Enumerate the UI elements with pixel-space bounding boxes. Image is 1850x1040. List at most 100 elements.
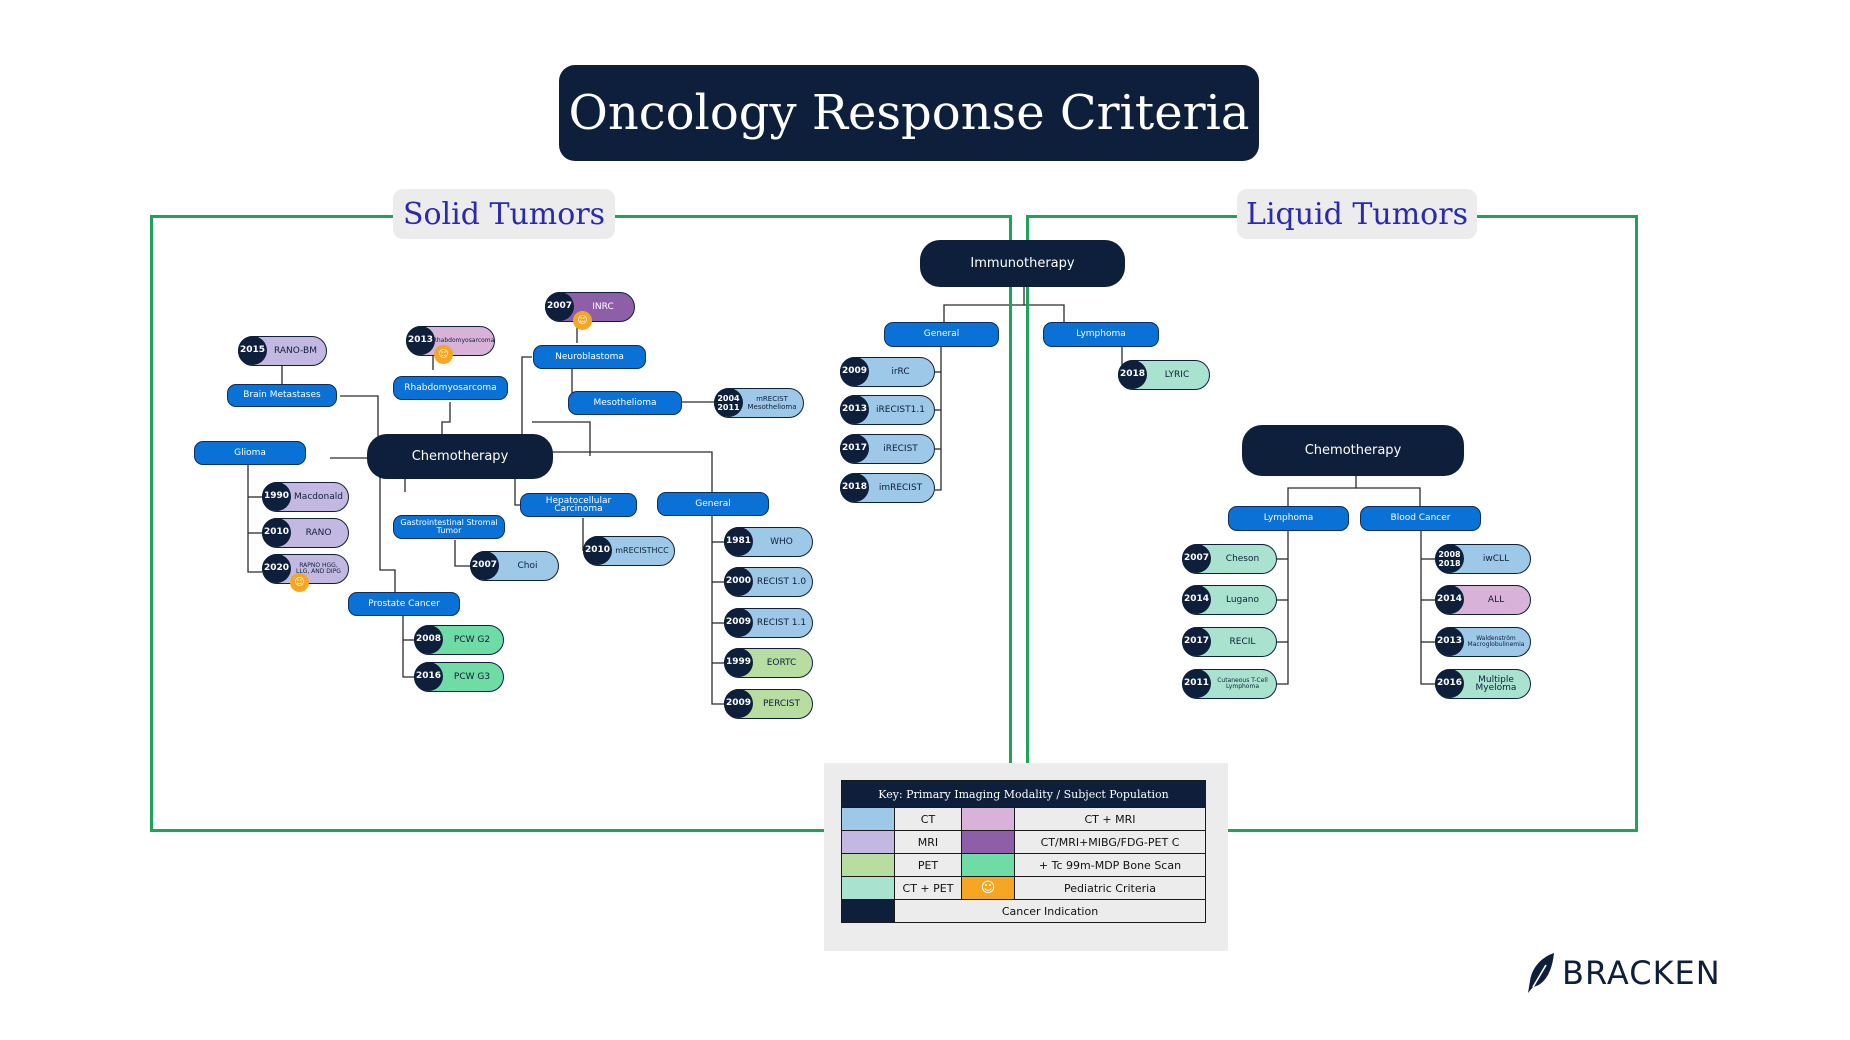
year-badge: 2020 — [262, 554, 291, 583]
criterion-label: Waldenström Macroglobulinemia — [1467, 634, 1525, 648]
swatch-pediatric: ☺ — [961, 876, 1015, 900]
gist-node: Gastrointestinal Stromal Tumor — [393, 515, 505, 539]
connector — [548, 451, 713, 508]
year-badge: 2017 — [840, 434, 869, 463]
logo-wordmark: BRACKEN — [1562, 954, 1721, 992]
year-badge: 2016 — [414, 662, 443, 691]
connector — [1420, 531, 1435, 685]
connector — [1024, 304, 1065, 322]
swatch-cancer-indication — [841, 899, 895, 923]
criterion-choi: 2007 Choi — [470, 551, 559, 581]
year-badge: 2011 — [1182, 669, 1211, 698]
year-badge: 2009 — [724, 689, 753, 718]
neuroblastoma-node: Neuroblastoma — [533, 345, 646, 369]
feather-icon — [1528, 953, 1554, 993]
legend-label: Pediatric Criteria — [1014, 876, 1206, 900]
criterion-label: WHO — [770, 537, 793, 547]
criterion-label: ALL — [1487, 595, 1505, 605]
criterion-rano: 2010 RANO — [262, 518, 349, 548]
criterion-all: 2014 ALL — [1435, 585, 1531, 615]
legend-label: CT + PET — [894, 876, 962, 900]
criterion-inrc: 2007 INRC ☺ — [545, 292, 635, 330]
connector — [247, 464, 262, 573]
criterion-cheson: 2007 Cheson — [1182, 544, 1277, 574]
year-badge: 2014 — [1182, 585, 1211, 614]
criterion-rano-bm: 2015 RANO-BM — [238, 336, 327, 366]
connector — [340, 395, 379, 440]
year-badge: 1990 — [262, 482, 291, 511]
year-badge-line: 2018 — [1438, 558, 1461, 568]
criterion-label: iwCLL — [1482, 554, 1510, 564]
year-badge: 2010 — [262, 518, 291, 547]
year-badge: 1999 — [724, 648, 753, 677]
criterion-label: RECIST 1.1 — [756, 618, 807, 628]
criterion-label: EORTC — [766, 658, 797, 668]
legend-heading: Key: Primary Imaging Modality / Subject … — [841, 780, 1206, 808]
year-badge: 2013 — [1435, 627, 1464, 656]
connector — [943, 287, 1025, 322]
swatch-ct — [841, 807, 895, 831]
year-badge: 2007 — [545, 292, 574, 321]
year-badge-line: 2008 — [1438, 549, 1461, 559]
liquid-chemotherapy-node: Chemotherapy — [1242, 425, 1464, 476]
criterion-label: RANO-BM — [274, 346, 317, 356]
immunotherapy-node: Immunotherapy — [920, 240, 1125, 287]
criterion-recist-1-1: 2009 RECIST 1.1 — [724, 608, 813, 638]
year-badge: 2007 — [470, 551, 499, 580]
swatch-ct-pet — [841, 876, 895, 900]
blood-cancer-node: Blood Cancer — [1360, 506, 1481, 531]
criterion-imrecist: 2018 imRECIST — [840, 473, 935, 503]
legend-label: + Tc 99m-MDP Bone Scan — [1014, 853, 1206, 877]
year-badge: 2014 — [1435, 585, 1464, 614]
year-badge: 2013 — [406, 326, 435, 355]
bracken-logo: BRACKEN — [1524, 950, 1721, 996]
swatch-pet — [841, 853, 895, 877]
brain-metastases-node: Brain Metastases — [227, 384, 337, 407]
criterion-irecist-1-1: 2013 iRECIST1.1 — [840, 395, 935, 425]
liquid-lymphoma-node: Lymphoma — [1228, 506, 1349, 531]
criterion-macdonald: 1990 Macdonald — [262, 482, 349, 512]
connector — [1356, 487, 1421, 506]
criterion-label: Multiple Myeloma — [1475, 675, 1517, 693]
year-badge: 2017 — [1182, 627, 1211, 656]
criterion-label: mRECIST Mesothelioma — [747, 395, 797, 411]
criterion-pcwg2: 2008 PCW G2 — [414, 625, 504, 655]
criterion-label: Rhabdomyosarcoma — [432, 336, 495, 344]
criterion-multiple-myeloma: 2016 Multiple Myeloma — [1435, 669, 1531, 699]
prostate-cancer-node: Prostate Cancer — [348, 592, 460, 616]
rhabdomyosarcoma-node: Rhabdomyosarcoma — [393, 376, 508, 400]
criterion-waldenstrom: 2013 Waldenström Macroglobulinemia — [1435, 627, 1531, 657]
connector — [711, 516, 724, 705]
immunotherapy-general-node: General — [884, 322, 999, 347]
criterion-label: Choi — [517, 561, 538, 571]
criterion-label: Macdonald — [294, 492, 343, 502]
year-badge: 2018 — [1118, 360, 1147, 389]
year-badge: 2007 — [1182, 544, 1211, 573]
legend-table: Key: Primary Imaging Modality / Subject … — [841, 780, 1206, 923]
year-badge-line: 2004 — [717, 393, 740, 403]
connector — [532, 421, 591, 456]
criterion-label: iRECIST — [883, 444, 918, 454]
legend-label: MRI — [894, 830, 962, 854]
year-badge: 2009 — [840, 357, 869, 386]
connector — [935, 347, 942, 491]
connector — [1277, 531, 1289, 685]
criterion-label: INRC — [592, 302, 614, 312]
legend-label: PET — [894, 853, 962, 877]
criterion-label: mRECISTHCC — [615, 546, 669, 555]
legend-label: Cancer Indication — [894, 899, 1206, 923]
criterion-cutaneous-t-cell-lymphoma: 2011 Cutaneous T-Cell Lymphoma — [1182, 669, 1277, 699]
criterion-label: irRC — [891, 367, 910, 377]
swatch-bone-scan — [961, 853, 1015, 877]
swatch-ct-mri — [961, 807, 1015, 831]
solid-tumors-label: Solid Tumors — [393, 189, 615, 239]
criterion-irecist: 2017 iRECIST — [840, 434, 935, 464]
year-badge: 2010 — [583, 536, 612, 565]
criterion-rapno: 2020 RAPNO HGG, LLG, AND DIPG ☺ — [262, 554, 349, 592]
criterion-label: RECIL — [1229, 637, 1256, 647]
criterion-irrc: 2009 irRC — [840, 357, 935, 387]
legend-label: CT — [894, 807, 962, 831]
